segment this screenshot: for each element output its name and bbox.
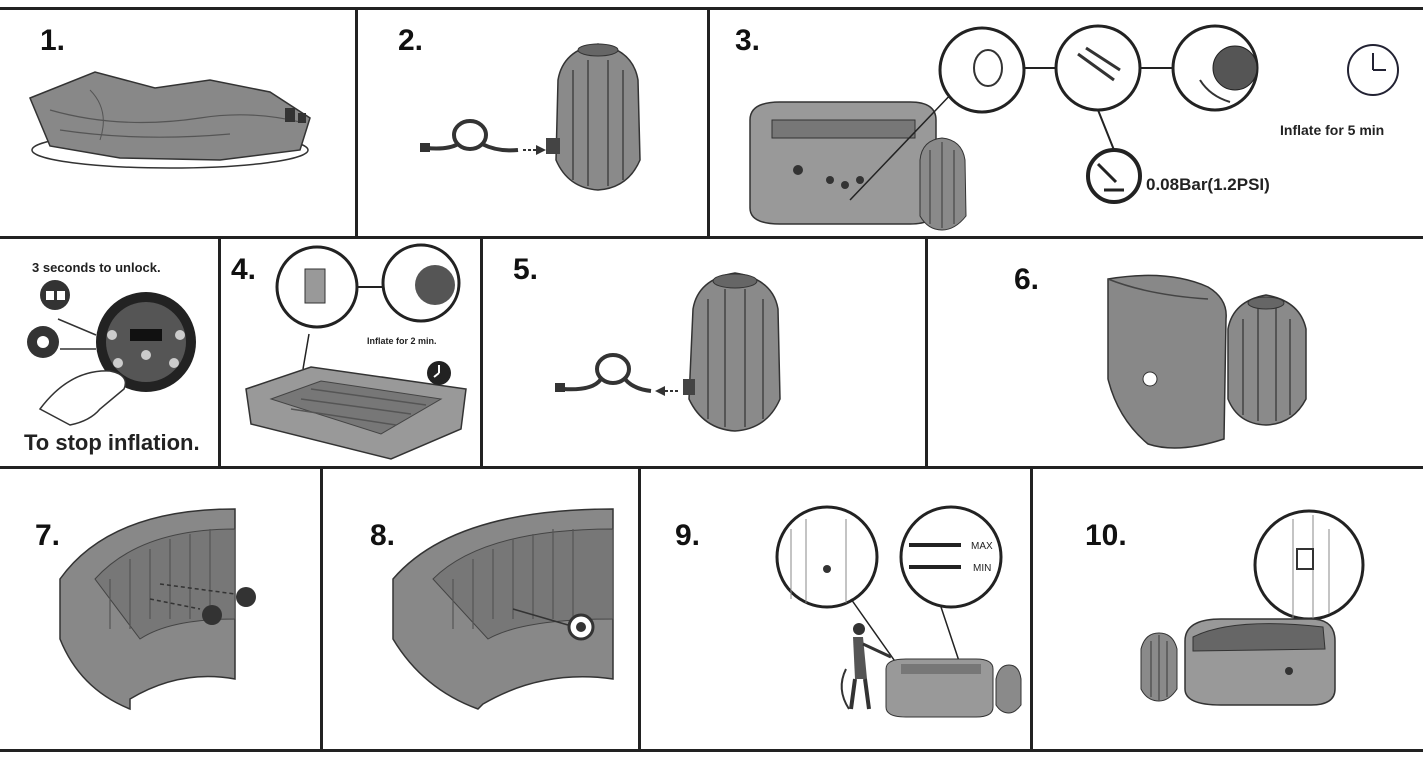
divider-v3 [218,236,221,469]
divider-top [0,7,1423,10]
step-number: 6. [1014,263,1040,296]
step-number: 7. [35,519,61,552]
tub-icon [59,508,236,711]
fan-icon [27,326,59,358]
pump-icon [1227,294,1307,426]
panel-step-1: 1. [0,10,355,236]
stop-inflation-label: To stop inflation. [24,430,200,455]
pressure-label: 0.08Bar(1.2PSI) [1146,175,1270,194]
pump-icon [546,43,641,191]
inflate-time-label: Inflate for 2 min. [367,336,437,346]
tub-with-pump-illustration [1107,274,1307,449]
plug-install-illustration [392,508,614,710]
step-number: 9. [675,519,701,552]
divider-v6 [320,466,323,752]
panel-step-8: 8. [323,469,638,749]
clock-icon [427,361,451,385]
hose-to-pump-illustration [420,43,641,191]
tub-icon [392,508,614,710]
cover-install-illustration [1140,509,1365,706]
divider-v4 [480,236,483,469]
hose-removal-illustration [555,272,781,432]
step-number: 8. [370,519,396,552]
unlock-instruction: 3 seconds to unlock. [32,260,161,275]
tub-inflate-illustration [749,24,1399,231]
filter-icon [202,605,222,625]
step-number: 3. [735,24,761,57]
panel-step-3: 3. [710,10,1423,236]
divider-row1 [0,236,1423,239]
panel-step-6: 6. [928,239,1423,466]
hose-icon [555,353,679,396]
panel-step-5: 5. [483,239,925,466]
filter-icon [236,587,256,607]
panel-step-10: 10. [1033,469,1423,749]
step-number: 5. [513,253,539,286]
panel-unlock: 3 seconds to unlock. To stop infl [0,239,218,466]
panel-step-4: 4. Inflate for 2 min. [221,239,480,466]
inflate-time-label: Inflate for 5 min [1280,122,1385,138]
lock-icon [40,280,70,310]
plug-icon [567,613,595,641]
pump-icon [995,664,1022,714]
panel-step-7: 7. [0,469,320,749]
lid-inflate-illustration [245,243,467,460]
min-label: MIN [973,563,992,574]
divider-v5 [925,236,928,469]
step-number: 10. [1085,519,1127,552]
gauge-icon [1086,148,1142,204]
control-panel-illustration [27,280,196,426]
tub-icon [749,101,937,225]
fill-water-illustration [775,505,1022,718]
divider-bottom [0,749,1423,752]
filter-install-illustration [59,508,256,711]
hand-icon [38,370,127,426]
step-number: 4. [231,253,257,286]
divider-row2 [0,466,1423,469]
hand-icon [1199,79,1231,103]
pump-icon [919,137,967,231]
panel-step-9: 9. MAX MIN [641,469,1030,749]
panel-step-2: 2. [358,10,707,236]
tub-icon [885,658,994,718]
hose-icon [420,119,546,155]
pump-icon [1140,632,1178,702]
max-label: MAX [971,541,993,552]
divider-v7 [638,466,641,752]
tub-icon [1184,618,1336,706]
control-panel-icon [96,292,196,392]
divider-v8 [1030,466,1033,752]
tub-icon [1107,274,1227,449]
person-icon [840,623,892,710]
clock-icon [1347,44,1399,96]
step-number: 1. [40,24,66,57]
pump-icon [683,272,781,432]
divider-v1 [355,7,358,239]
divider-v2 [707,7,710,239]
step-number: 2. [398,24,424,57]
deflated-tub-illustration [29,71,311,169]
